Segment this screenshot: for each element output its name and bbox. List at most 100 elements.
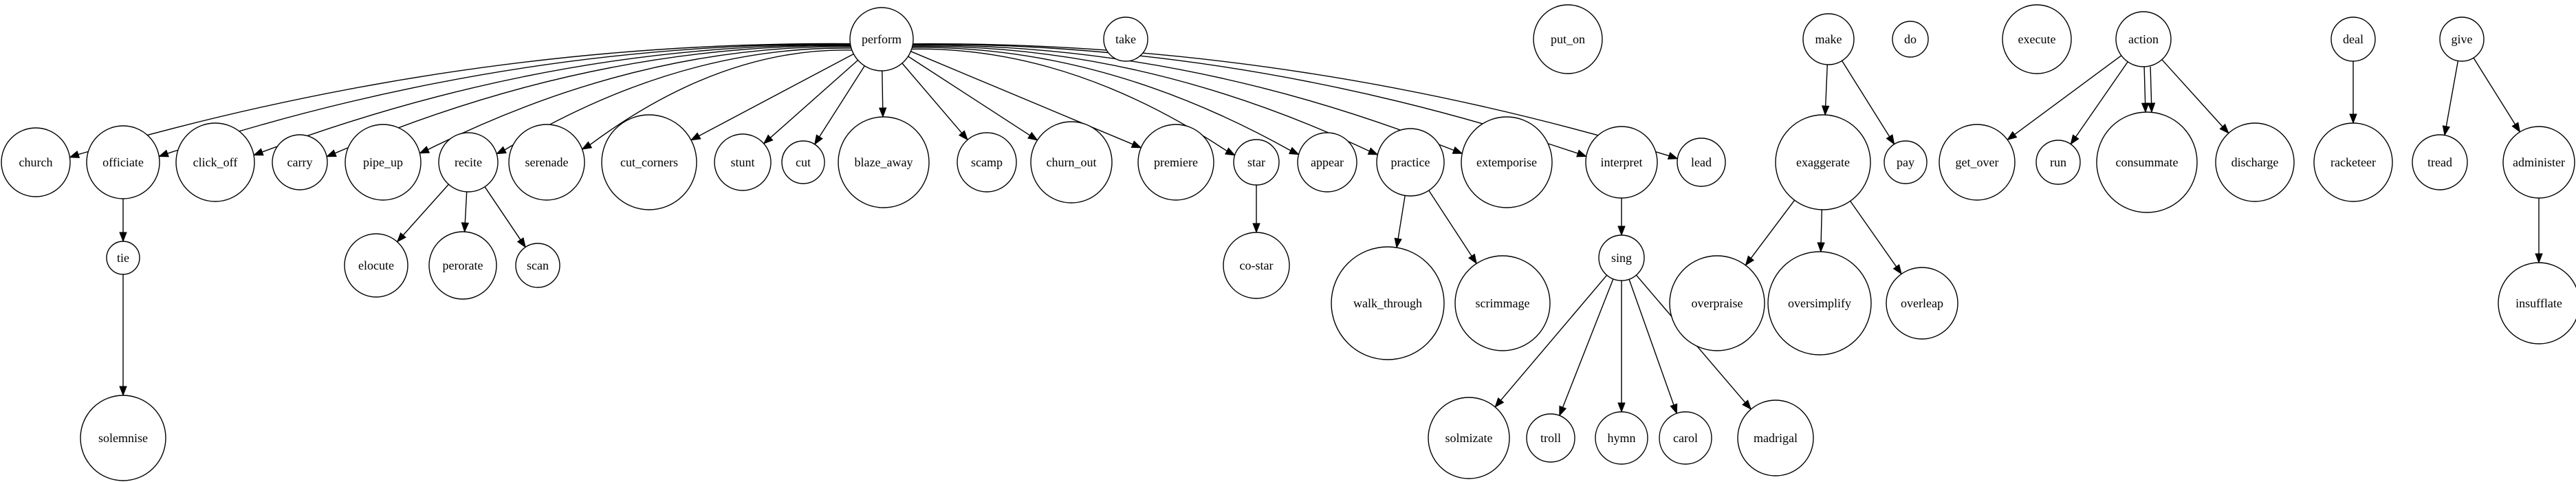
node-perorate: perorate [428,231,497,300]
arrowhead-icon [157,149,169,157]
node-label: churn_out [1047,155,1097,169]
edge-line [882,70,884,109]
edge-perform-to-blaze-away [878,70,887,118]
node-cut: cut [781,140,825,184]
node-circle [1526,413,1575,463]
node-discharge: discharge [2215,122,2295,202]
edge-line [427,46,851,151]
node-label: click_off [193,155,238,169]
node-circle [106,241,140,275]
node-label: hymn [1607,431,1635,445]
node-label: cut_corners [620,155,678,169]
edge-line [167,43,851,154]
edge-give-to-administer [2473,57,2521,133]
edge-exaggerate-to-oversimplify [1817,209,1825,253]
node-carol: carol [1659,411,1712,465]
node-circle [1595,411,1648,465]
edge-line [2150,66,2152,104]
node-label: carry [287,155,313,169]
node-label: tread [2427,155,2452,169]
edge-give-to-tread [2442,61,2459,136]
node-give: give [2439,17,2485,62]
node-sing: sing [1598,234,1645,281]
node-carry: carry [272,134,328,190]
arrowhead-icon [516,237,526,248]
edge-perform-to-officiate [157,43,851,157]
node-scan: scan [515,243,560,288]
node-label: scrimmage [1476,296,1530,310]
arrowhead-icon [1892,264,1902,275]
node-circle [1461,116,1553,208]
arrowhead-icon [2349,113,2357,124]
edge-tie-to-solemnise [119,274,127,397]
arrowhead-icon [763,134,774,144]
node-label: interpret [1601,155,1643,169]
edge-sing-to-hymn [1617,281,1626,413]
arrowhead-icon [69,151,80,158]
arrowhead-icon [419,146,430,154]
edge-action-to-consummate [2141,66,2150,113]
arrowhead-icon [1667,152,1679,160]
node-label: star [1247,155,1265,169]
node-label: tie [117,251,129,265]
edge-make-to-pay [1842,61,1895,145]
node-label: overleap [1901,296,1943,310]
node-circle [1137,124,1214,201]
node-overleap: overleap [1886,267,1958,340]
node-circle [175,122,255,202]
edge-line [912,47,1291,151]
node-circle [2035,140,2081,185]
node-circle [714,133,772,191]
edge-perform-to-cut-corners [690,53,854,141]
node-cut-corners: cut_corners [601,114,697,210]
node-blaze-away: blaze_away [838,116,930,208]
node-circle [957,132,1017,193]
node-circle [2439,17,2485,62]
node-circle [2412,134,2468,190]
edge-line [484,186,521,241]
arrowhead-icon [2007,131,2018,141]
node-circle [2115,11,2172,67]
edge-perform-to-click-off [252,44,851,156]
arrowhead-icon [1559,405,1567,417]
node-scamp: scamp [957,132,1017,193]
node-label: execute [2018,32,2056,46]
node-oversimplify: oversimplify [1767,251,1872,355]
node-label: discharge [2231,155,2279,169]
node-label: co-star [1240,259,1274,272]
node-circle [1,127,71,197]
node-consummate: consummate [2096,111,2198,213]
node-circle [344,233,408,298]
edge-perform-to-interpret [913,43,1588,157]
node-label: do [1904,32,1917,46]
node-troll: troll [1526,413,1575,463]
node-circle [438,132,499,193]
edge-line [1820,209,1822,243]
node-label: premiere [1154,155,1198,169]
edge-perform-to-premiere [910,51,1142,149]
edge-perform-to-church [69,43,851,158]
node-circle [2002,4,2072,74]
arrowhead-icon [1288,146,1300,155]
edge-perform-to-appear [912,47,1300,155]
node-label: oversimplify [1788,296,1851,310]
arrowhead-icon [1027,131,1038,141]
edge-exaggerate-to-overleap [1850,201,1902,275]
arrowhead-icon [2147,102,2156,113]
node-label: exaggerate [1796,155,1850,169]
node-circle [1297,132,1357,193]
edge-line [402,184,449,236]
arrowhead-icon [396,232,406,243]
node-label: solemnise [98,431,148,445]
node-label: madrigal [1754,431,1798,445]
node-circle [1802,13,1855,65]
edge-perform-to-scamp [902,63,969,141]
node-practice: practice [1376,128,1445,197]
node-circle [849,7,914,72]
node-label: take [1115,32,1136,46]
arrowhead-icon [1452,146,1463,154]
node-label: solmizate [1445,431,1493,445]
node-walk-through: walk_through [1331,246,1445,360]
node-circle [2498,262,2576,344]
